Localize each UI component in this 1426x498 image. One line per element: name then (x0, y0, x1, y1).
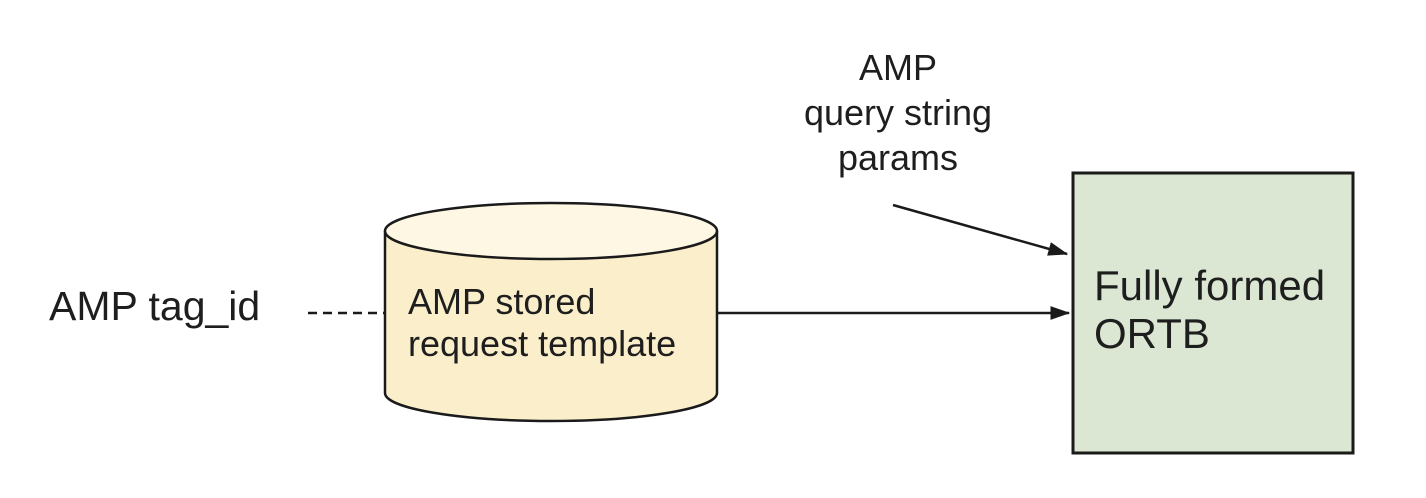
arrow-params-to-box (892, 203, 1069, 256)
label-amp-query-string-params: AMP query string params (803, 47, 993, 178)
label-fully-formed-ortb: Fully formed ORTB (1094, 262, 1326, 357)
label-amp-stored-request-template: AMP stored request template (408, 281, 677, 364)
ortb-box (1071, 171, 1355, 455)
label-amp-tag-id: AMP tag_id (49, 283, 261, 329)
cylinder-top (383, 201, 719, 261)
cylinder-body (383, 231, 719, 423)
